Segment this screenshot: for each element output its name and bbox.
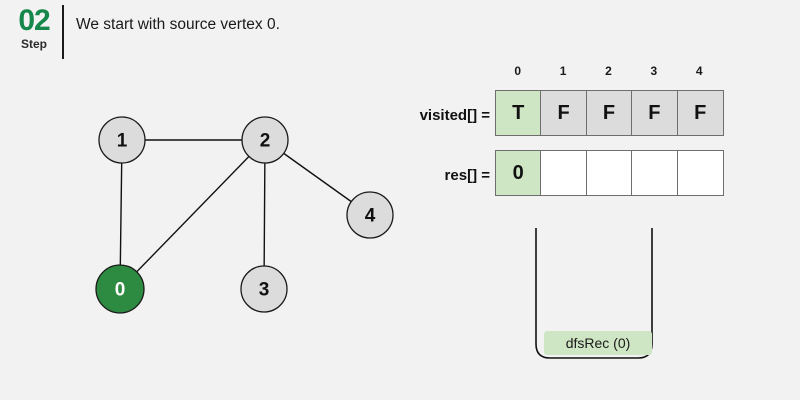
graph-node-label-3: 3 <box>259 280 270 301</box>
graph-node-circle-1 <box>98 116 146 164</box>
step-badge: 02 Step <box>8 4 60 52</box>
graph-node-label-2: 2 <box>260 131 271 152</box>
array-index-2: 2 <box>605 64 612 78</box>
array-index-row: 0 1 2 3 4 <box>495 64 722 78</box>
array-index-0: 0 <box>514 64 522 78</box>
graph-edge-1-0 <box>119 139 123 290</box>
graph-node-1[interactable]: 1 <box>98 116 146 164</box>
array-index-4: 4 <box>695 64 703 78</box>
step-caption: We start with source vertex 0. <box>76 16 280 33</box>
graph-node-label-4: 4 <box>365 206 376 227</box>
step-number: 02 <box>18 4 50 37</box>
graph-node-circle-3 <box>240 265 288 313</box>
array-index-3: 3 <box>650 64 658 78</box>
step-word-label: Step <box>20 37 47 51</box>
visited-cell-1: F <box>541 91 587 135</box>
visited-array-label: visited[] = <box>419 107 490 124</box>
graph-node-3[interactable]: 3 <box>240 265 288 313</box>
graph-node-label-1: 1 <box>117 131 128 152</box>
graph-node-circle-0 <box>95 264 145 314</box>
res-cell-4 <box>677 151 723 195</box>
graph-diagram: 1 2 4 0 3 <box>95 116 394 314</box>
visited-cell-3: F <box>632 91 678 135</box>
graph-node-2[interactable]: 2 <box>241 116 289 164</box>
res-cell-1 <box>541 151 587 195</box>
node-layer: 1 2 4 0 3 <box>95 116 394 314</box>
res-array: 0 <box>495 150 724 196</box>
graph-node-circle-2 <box>241 116 289 164</box>
graph-node-4[interactable]: 4 <box>346 191 394 239</box>
res-array-label: res[] = <box>444 167 490 184</box>
graph-node-0[interactable]: 0 <box>95 264 145 314</box>
call-stack-frame-0: dfsRec (0) <box>544 331 652 355</box>
array-index-1: 1 <box>559 64 567 78</box>
graph-node-circle-4 <box>346 191 394 239</box>
graph-edge-2-3 <box>263 139 266 290</box>
res-cell-0: 0 <box>496 151 542 195</box>
visited-cell-2: F <box>586 91 633 135</box>
visited-cell-4: F <box>677 91 723 135</box>
header-divider <box>62 5 64 59</box>
res-cell-3 <box>632 151 678 195</box>
graph-edge-0-2 <box>119 139 266 290</box>
graph-node-label-0: 0 <box>115 280 126 301</box>
visited-cell-0: T <box>496 91 542 135</box>
res-cell-2 <box>586 151 633 195</box>
